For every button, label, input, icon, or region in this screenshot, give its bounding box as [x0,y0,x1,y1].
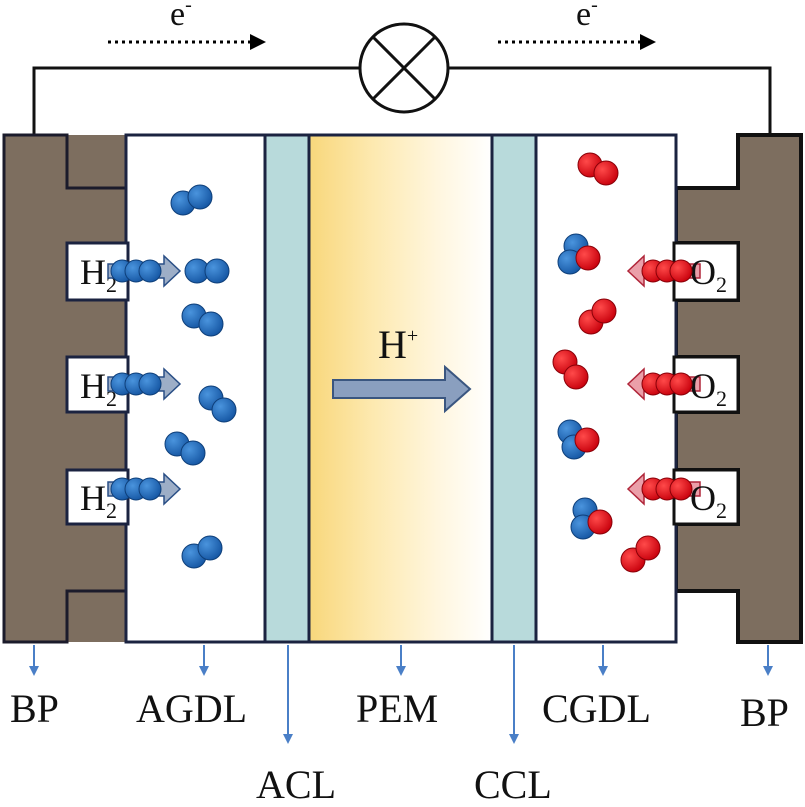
label-ccl: CCL [474,762,552,807]
oxygen-molecules [552,152,693,573]
proton-label: H+ [378,322,418,367]
svg-text:H2: H2 [80,366,117,411]
label-bp-left: BP [10,686,59,731]
water-molecules [557,233,613,540]
svg-text:O2: O2 [690,478,727,523]
label-pem: PEM [356,686,438,731]
cathode-catalyst-layer [490,133,538,644]
electron-label-left: e- [170,0,192,33]
label-bp-right: BP [740,690,789,735]
svg-text:O2: O2 [690,366,727,411]
label-acl: ACL [256,762,336,807]
electron-label-right: e- [576,0,598,33]
layer-pointers [29,645,773,744]
svg-text:O2: O2 [690,252,727,297]
anode-catalyst-layer [263,133,311,644]
svg-text:H2: H2 [80,252,117,297]
external-circuit-wire [32,66,772,135]
proton-flow-arrow [332,364,472,414]
svg-text:H2: H2 [80,478,117,523]
electron-flow-right [498,34,656,50]
label-cgdl: CGDL [542,686,651,731]
load-lamp-icon [358,22,450,114]
electron-flow-left [108,34,266,50]
label-agdl: AGDL [136,686,247,731]
hydrogen-molecules [110,184,237,569]
